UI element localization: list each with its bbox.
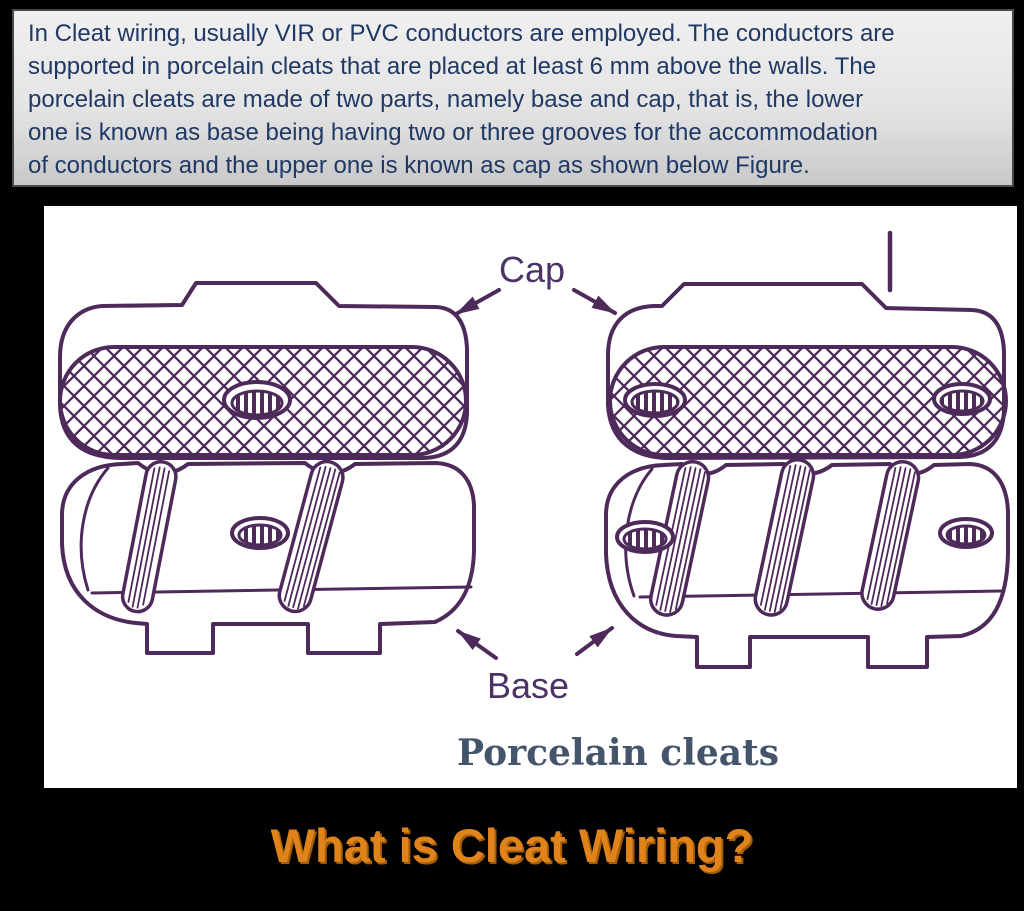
cap-label: Cap — [499, 249, 565, 290]
right-cleat-cap — [606, 282, 1008, 460]
left-base-groove-1 — [120, 460, 178, 614]
right-base-groove-2 — [753, 457, 816, 617]
right-base-groove-3 — [860, 459, 921, 611]
cap-arrow-right — [572, 288, 617, 315]
right-cap-screw-hole-left-threads — [630, 389, 680, 415]
right-cleat-base — [604, 457, 1010, 669]
right-base-screw-hole-left-threads — [622, 527, 668, 551]
cap-arrow-left — [454, 288, 501, 316]
diagram-caption: Porcelain cleats — [456, 732, 779, 774]
intro-line: of conductors and the upper one is known… — [28, 152, 810, 179]
intro-line: porcelain cleats are made of two parts, … — [28, 86, 864, 113]
right-base-screw-hole-right-threads — [945, 524, 987, 546]
intro-line: supported in porcelain cleats that are p… — [28, 53, 877, 80]
base-arrow-right — [575, 626, 614, 656]
left-base-end-curve — [79, 466, 110, 592]
left-cap-screw-hole-threads — [230, 389, 284, 417]
page-title: What is Cleat Wiring? — [270, 819, 754, 872]
base-label: Base — [487, 665, 569, 706]
diagram-panel: Cap Base Porcelain cleats — [44, 206, 1017, 788]
porcelain-cleats-diagram: Cap Base — [58, 230, 1010, 706]
base-arrow-left — [456, 629, 498, 660]
left-cleat-base — [60, 459, 476, 655]
right-cap-outline — [606, 282, 1006, 460]
right-cap-screw-hole-right-threads — [939, 389, 985, 413]
left-cap-outline — [58, 281, 469, 460]
left-base-groove-2 — [277, 459, 345, 614]
intro-line: one is known as base being having two or… — [28, 119, 878, 146]
left-base-outline — [60, 461, 476, 655]
intro-text-box: In Cleat wiring, usually VIR or PVC cond… — [12, 9, 1014, 187]
right-base-front-edge-line — [638, 589, 1004, 599]
left-base-screw-hole-threads — [237, 523, 283, 547]
left-cleat-cap — [58, 281, 469, 460]
intro-line: In Cleat wiring, usually VIR or PVC cond… — [28, 20, 895, 47]
